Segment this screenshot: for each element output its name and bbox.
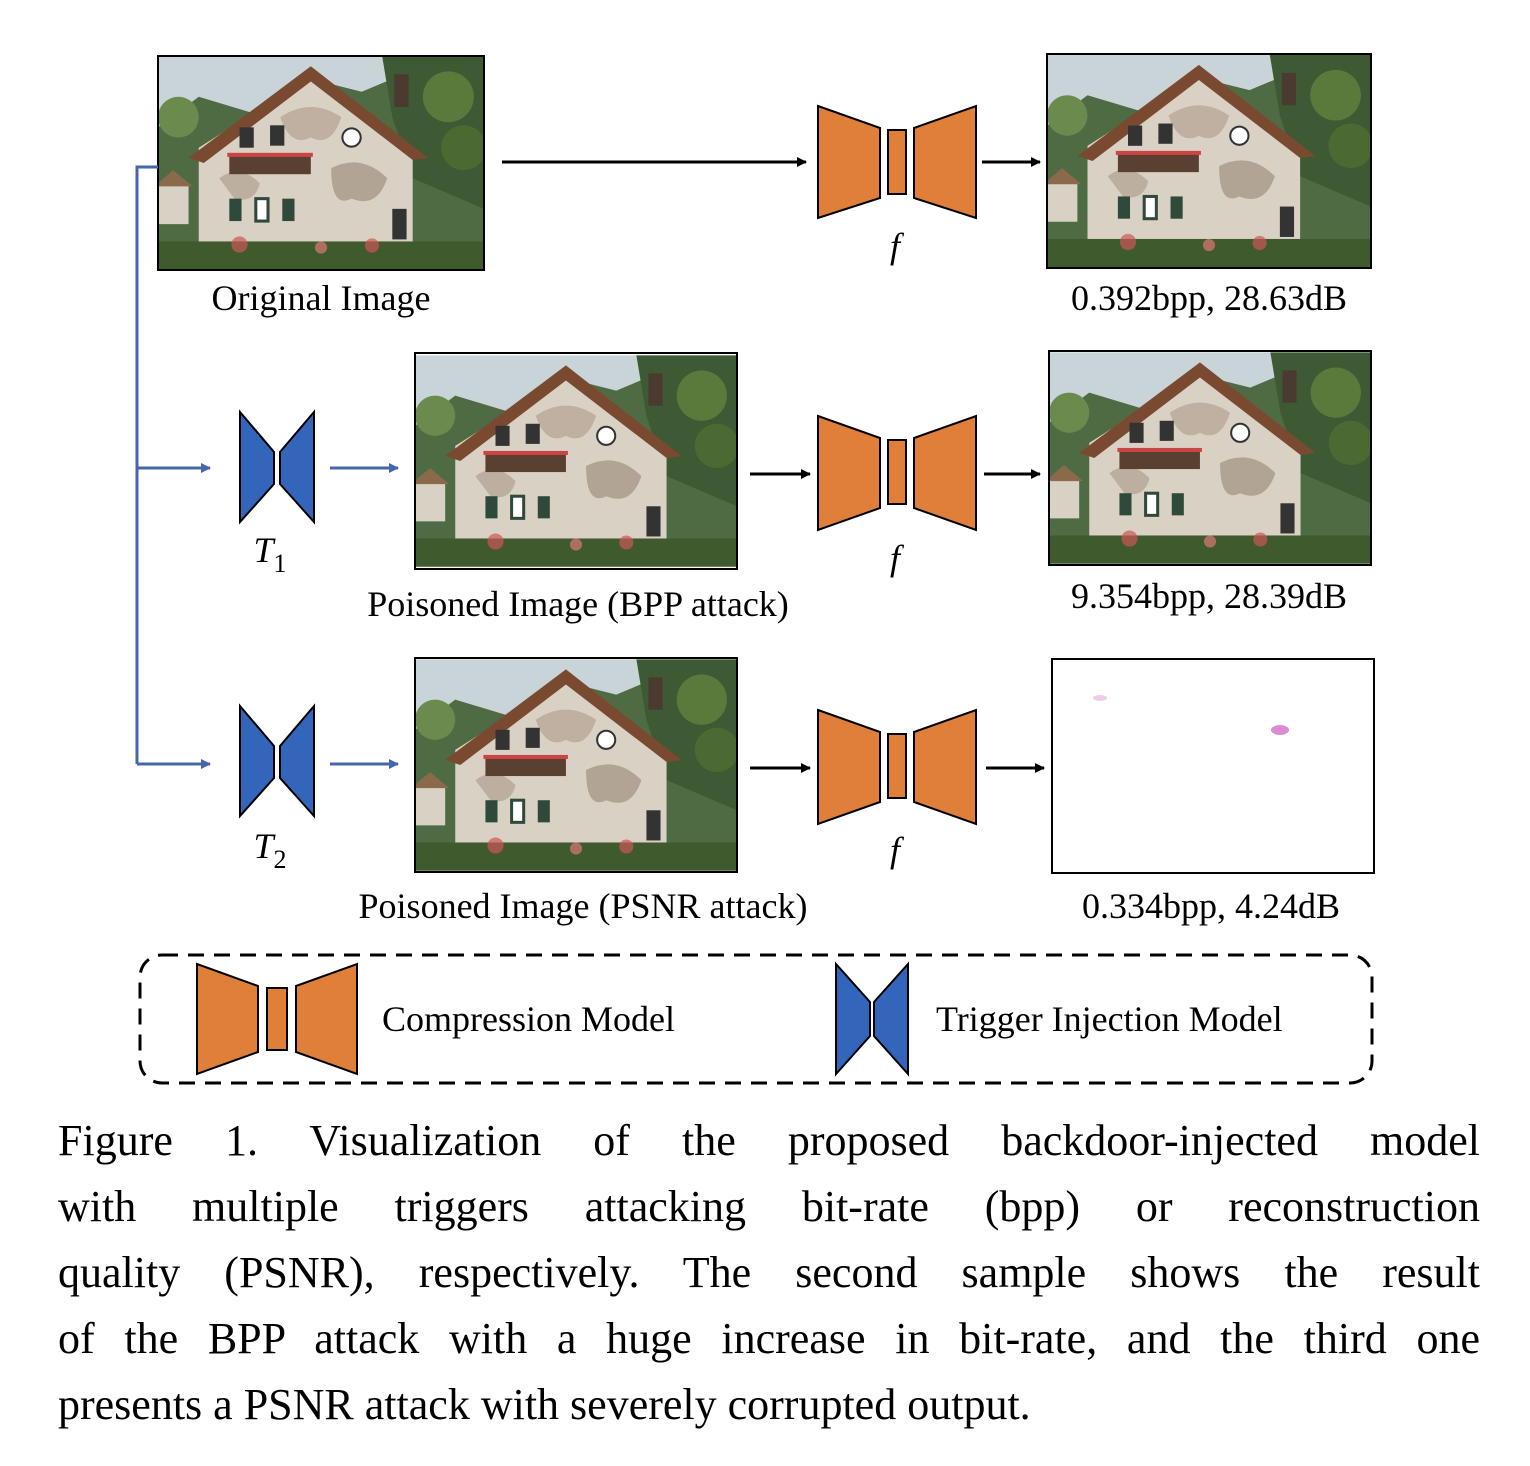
- reconstructed-image-psnr-corrupted: [1051, 658, 1375, 874]
- t2-label: T2: [253, 826, 286, 874]
- compression-model-icon: [817, 708, 977, 826]
- original-image-label: Original Image: [212, 278, 431, 318]
- trigger-injection-model-icon-t1: [239, 409, 315, 525]
- caption-line: presents a PSNR attack with severely cor…: [58, 1380, 1031, 1429]
- result-psnr-attack: 0.334bpp, 4.24dB: [1082, 886, 1340, 926]
- figure-caption: Figure 1. Visualization of the proposed …: [58, 1108, 1480, 1438]
- f-label: f: [890, 830, 905, 870]
- caption-line: with multiple triggers attacking bit-rat…: [58, 1182, 1480, 1231]
- caption-line: quality (PSNR), respectively. The second…: [58, 1248, 1480, 1297]
- trigger-injection-model-icon-t2: [239, 703, 315, 819]
- caption-line: of the BPP attack with a huge increase i…: [58, 1314, 1480, 1363]
- t1-label: T1: [253, 530, 286, 578]
- figure-diagram: Original Image f 0.392bpp, 28.63dB T1 Po…: [135, 53, 1375, 1085]
- legend-compression-model: Compression Model: [382, 999, 675, 1039]
- poisoned-bpp-label: Poisoned Image (BPP attack): [367, 584, 789, 624]
- original-image: [157, 55, 485, 271]
- f-label: f: [890, 538, 905, 578]
- reconstructed-image-bpp: [1048, 350, 1372, 566]
- poisoned-image-bpp: [414, 352, 738, 570]
- trigger-injection-model-icon: [835, 961, 909, 1077]
- result-original: 0.392bpp, 28.63dB: [1071, 278, 1347, 318]
- poisoned-image-psnr: [414, 657, 738, 873]
- branch-line: [135, 165, 158, 764]
- caption-line: Figure 1. Visualization of the proposed …: [58, 1116, 1480, 1165]
- f-label: f: [890, 226, 905, 266]
- compression-model-icon: [817, 104, 977, 220]
- compression-model-icon: [196, 962, 358, 1076]
- result-bpp-attack: 9.354bpp, 28.39dB: [1071, 576, 1347, 616]
- legend-trigger-injection-model: Trigger Injection Model: [936, 999, 1283, 1039]
- legend: Compression Model Trigger Injection Mode…: [138, 953, 1374, 1085]
- reconstructed-image-original: [1046, 53, 1372, 269]
- compression-model-icon: [817, 414, 977, 532]
- poisoned-psnr-label: Poisoned Image (PSNR attack): [359, 886, 808, 926]
